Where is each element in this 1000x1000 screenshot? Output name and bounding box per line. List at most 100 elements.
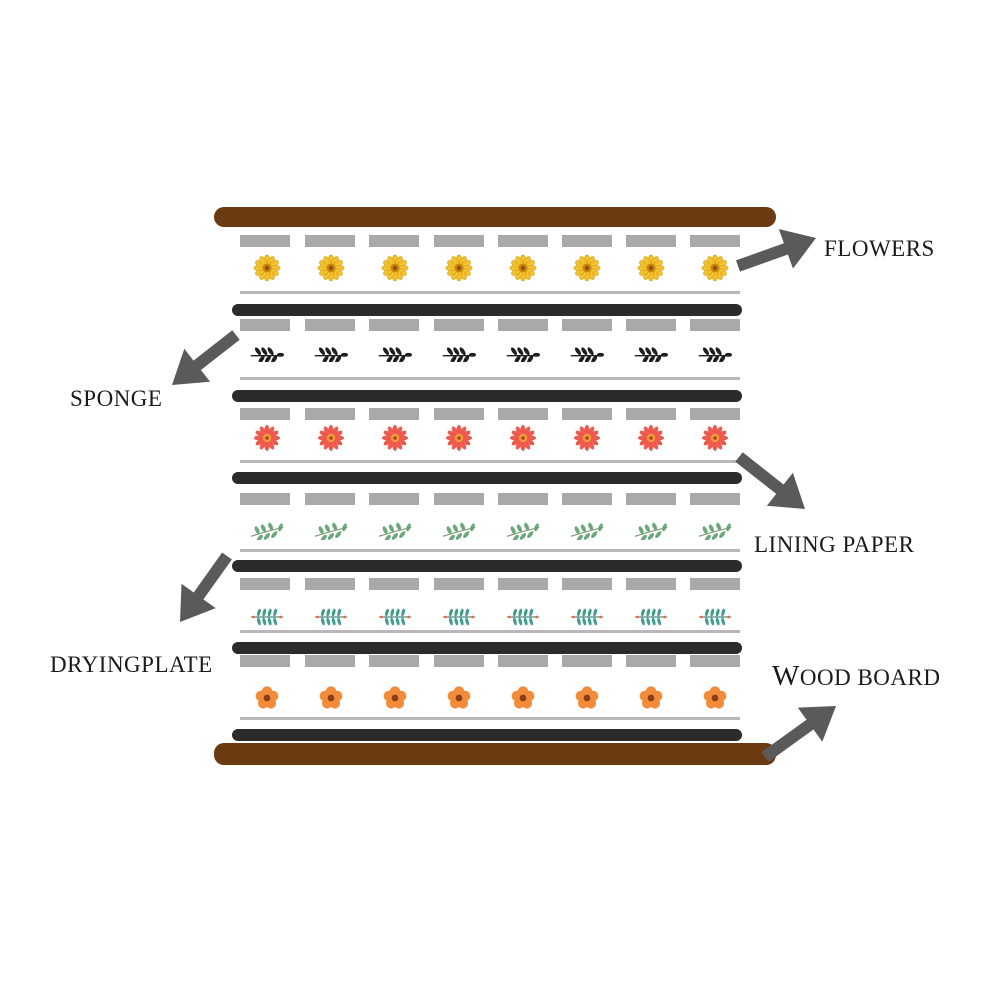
wood-board-bottom bbox=[214, 743, 776, 765]
drying-plate bbox=[232, 729, 742, 741]
red-flower-icon bbox=[253, 424, 281, 452]
black-leaf-sprig-icon bbox=[378, 345, 413, 362]
black-leaf-sprig-icon bbox=[314, 345, 349, 362]
lining-paper bbox=[240, 549, 740, 552]
red-flower-icon bbox=[445, 424, 473, 452]
teal-fern-sprig-icon bbox=[634, 608, 668, 626]
sponge-pad bbox=[498, 319, 548, 331]
black-leaf-sprig-icon bbox=[442, 345, 477, 362]
sponge-pad bbox=[690, 493, 740, 505]
label-drying-plate: DRYINGPLATE bbox=[50, 652, 213, 677]
sponge-pad bbox=[305, 235, 355, 247]
arrow-wood-board bbox=[761, 706, 836, 762]
red-flower-icon bbox=[509, 424, 537, 452]
green-leaf-sprig-icon bbox=[570, 522, 605, 540]
sponge-pad bbox=[434, 408, 484, 420]
lining-paper bbox=[240, 460, 740, 463]
sponge-pad bbox=[305, 655, 355, 667]
green-leaf-sprig-icon bbox=[314, 522, 349, 540]
arrow-sponge bbox=[172, 330, 240, 385]
green-leaf-sprig-icon bbox=[250, 522, 285, 540]
sponge-pad bbox=[498, 578, 548, 590]
lining-paper bbox=[240, 377, 740, 380]
lining-paper bbox=[240, 630, 740, 633]
sponge-pad bbox=[690, 235, 740, 247]
sponge-pad bbox=[305, 408, 355, 420]
callout-arrows bbox=[172, 229, 836, 762]
sponge-pad bbox=[690, 655, 740, 667]
drying-plate bbox=[232, 560, 742, 572]
lining-paper bbox=[240, 291, 740, 294]
sponge-pad bbox=[434, 578, 484, 590]
orange-flower-icon bbox=[318, 686, 344, 711]
arrow-flowers bbox=[736, 229, 816, 272]
sponge-pad bbox=[562, 408, 612, 420]
green-leaf-sprig-icon bbox=[634, 522, 669, 540]
wood-board-top bbox=[214, 207, 776, 227]
orange-flower-icon bbox=[382, 686, 408, 711]
sponge-pad bbox=[434, 655, 484, 667]
sponge-pad bbox=[434, 493, 484, 505]
red-flower-icon bbox=[573, 424, 601, 452]
red-flower-icon bbox=[381, 424, 409, 452]
sponge-pad bbox=[305, 578, 355, 590]
sponge-pad bbox=[498, 493, 548, 505]
teal-fern-sprig-icon bbox=[570, 608, 604, 626]
sponge-pad bbox=[498, 655, 548, 667]
teal-fern-sprig-icon bbox=[250, 608, 284, 626]
sponge-pad bbox=[562, 493, 612, 505]
label-flowers: FLOWERS bbox=[824, 236, 935, 261]
sponge-pad bbox=[626, 578, 676, 590]
yellow-flower-icon bbox=[573, 254, 601, 282]
sponge-pad bbox=[562, 235, 612, 247]
yellow-flower-icon bbox=[509, 254, 537, 282]
sponge-pad bbox=[690, 578, 740, 590]
yellow-flower-icon bbox=[701, 254, 729, 282]
teal-fern-sprig-icon bbox=[506, 608, 540, 626]
sponge-pad bbox=[626, 235, 676, 247]
sponge-pad bbox=[369, 655, 419, 667]
drying-plate bbox=[232, 642, 742, 654]
sponge-pad bbox=[240, 578, 290, 590]
sponge-pad bbox=[626, 319, 676, 331]
sponge-pad bbox=[369, 319, 419, 331]
sponge-pad bbox=[369, 578, 419, 590]
teal-fern-sprig-icon bbox=[314, 608, 348, 626]
sponge-pad bbox=[240, 235, 290, 247]
yellow-flower-icon bbox=[637, 254, 665, 282]
green-leaf-sprig-icon bbox=[506, 522, 541, 540]
sponge-pad bbox=[240, 319, 290, 331]
drying-plate bbox=[232, 390, 742, 402]
red-flower-icon bbox=[701, 424, 729, 452]
sponge-pad bbox=[626, 408, 676, 420]
orange-flower-icon bbox=[510, 686, 536, 711]
sponge-pad bbox=[562, 655, 612, 667]
sponge-pad bbox=[690, 408, 740, 420]
sponge-pad bbox=[626, 493, 676, 505]
orange-flower-icon bbox=[638, 686, 664, 711]
yellow-flower-icon bbox=[253, 254, 281, 282]
yellow-flower-icon bbox=[381, 254, 409, 282]
red-flower-icon bbox=[317, 424, 345, 452]
black-leaf-sprig-icon bbox=[506, 345, 541, 362]
orange-flower-icon bbox=[254, 686, 280, 711]
yellow-flower-icon bbox=[445, 254, 473, 282]
sponge-pad bbox=[498, 408, 548, 420]
sponge-pad bbox=[369, 408, 419, 420]
label-lining-paper: LINING PAPER bbox=[754, 532, 915, 557]
drying-plate bbox=[232, 472, 742, 484]
sponge-pad bbox=[498, 235, 548, 247]
orange-flower-icon bbox=[446, 686, 472, 711]
label-wood-board-rest: OOD BOARD bbox=[800, 665, 941, 690]
sponge-pad bbox=[434, 319, 484, 331]
green-leaf-sprig-icon bbox=[442, 522, 477, 540]
orange-flower-icon bbox=[574, 686, 600, 711]
arrow-drying-plate bbox=[180, 552, 232, 622]
sponge-pad bbox=[305, 319, 355, 331]
sponge-pad bbox=[690, 319, 740, 331]
sponge-pad bbox=[240, 408, 290, 420]
sponge-pad bbox=[240, 655, 290, 667]
black-leaf-sprig-icon bbox=[250, 345, 285, 362]
teal-fern-sprig-icon bbox=[698, 608, 732, 626]
